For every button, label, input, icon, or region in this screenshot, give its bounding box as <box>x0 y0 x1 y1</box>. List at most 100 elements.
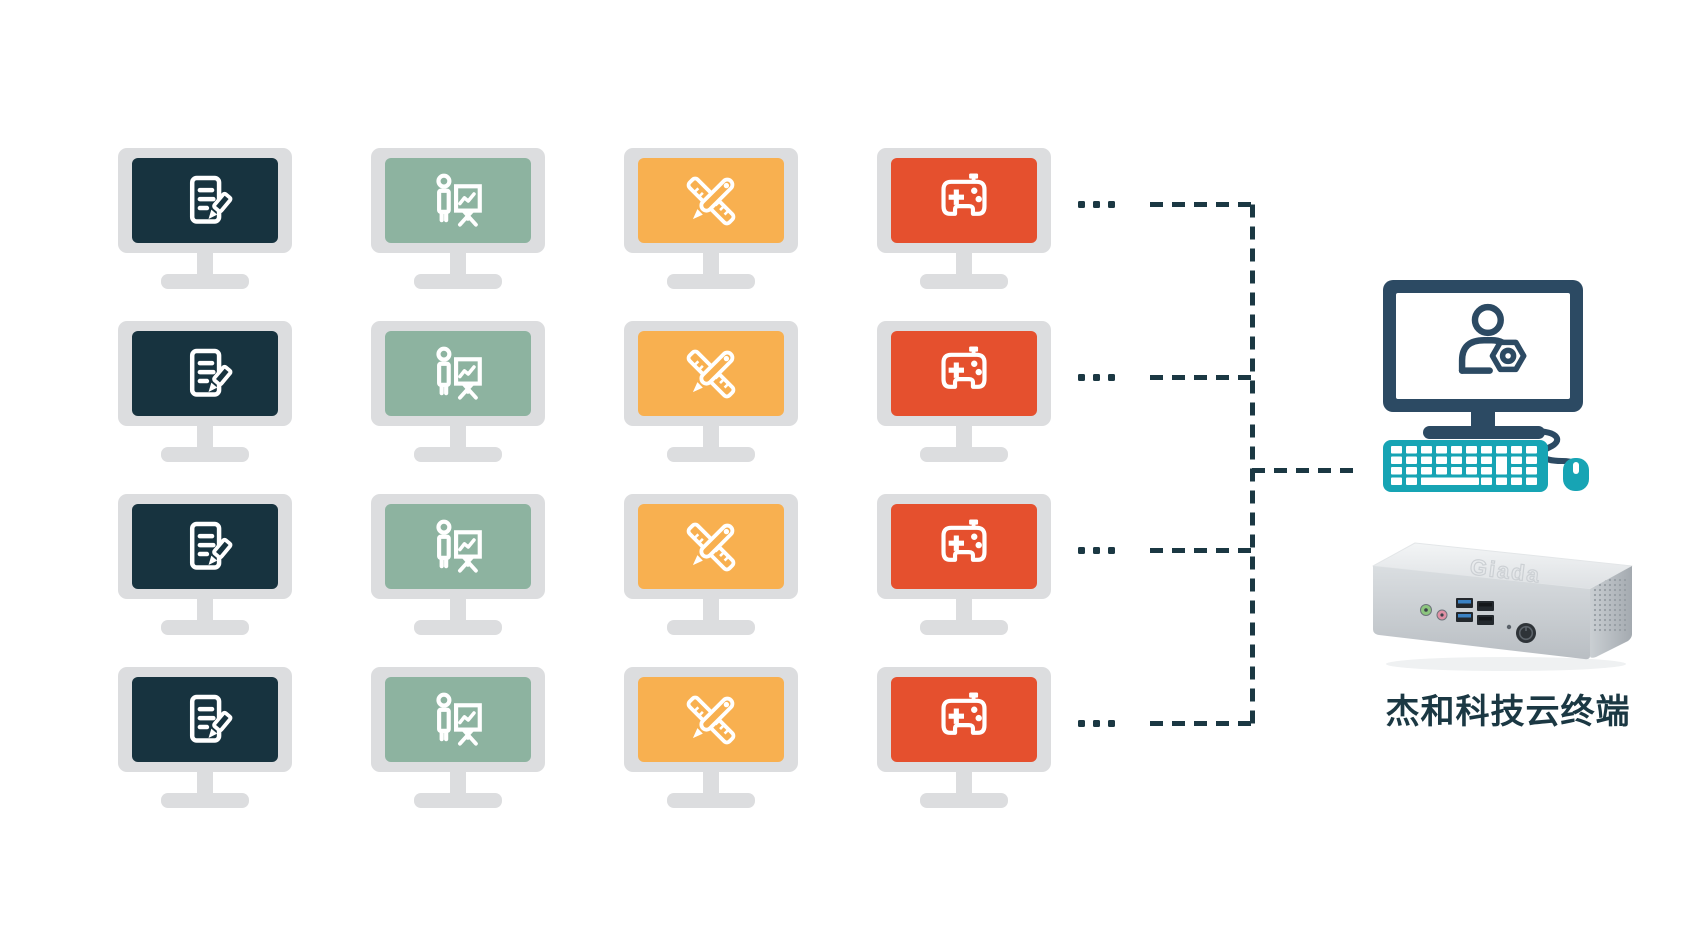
monitor-screen <box>385 677 531 762</box>
enter-key <box>1496 456 1507 475</box>
monitor-stand <box>450 425 466 449</box>
monitor-base <box>161 793 249 808</box>
presentation-monitor <box>371 494 545 635</box>
presentation-monitor <box>371 321 545 462</box>
monitor-screen <box>638 331 784 416</box>
monitor-bezel <box>118 667 292 772</box>
monitor-bezel <box>877 321 1051 426</box>
more-monitors-ellipsis-icon <box>1078 547 1115 554</box>
monitor-bezel <box>118 321 292 426</box>
design-tools-monitor <box>624 494 798 635</box>
monitor-base <box>414 447 502 462</box>
monitor-stand <box>956 598 972 622</box>
monitor-base <box>920 793 1008 808</box>
monitor-stand <box>703 425 719 449</box>
design-tools-monitor <box>624 148 798 289</box>
monitor-screen <box>891 677 1037 762</box>
monitor-screen <box>891 158 1037 243</box>
monitor-stand <box>703 598 719 622</box>
office-docs-monitor <box>118 667 292 808</box>
admin-monitor-screen <box>1396 293 1570 399</box>
monitor-bezel <box>118 148 292 253</box>
gaming-monitor <box>877 494 1051 635</box>
monitor-base <box>414 793 502 808</box>
device-label: 杰和科技云终端 <box>1385 693 1631 731</box>
monitor-screen <box>638 504 784 589</box>
monitor-bezel <box>371 148 545 253</box>
monitor-stand <box>450 771 466 795</box>
design-tools-monitor <box>624 667 798 808</box>
monitor-stand <box>197 771 213 795</box>
monitor-bezel <box>371 667 545 772</box>
monitor-stand <box>197 425 213 449</box>
monitor-bezel <box>371 494 545 599</box>
gaming-monitor <box>877 667 1051 808</box>
device-shadow <box>1386 657 1626 671</box>
monitor-stand <box>197 598 213 622</box>
admin-monitor-stand <box>1471 411 1495 427</box>
monitor-stand <box>956 252 972 276</box>
monitor-base <box>161 620 249 635</box>
monitor-base <box>161 447 249 462</box>
spacebar-key <box>1421 477 1479 485</box>
monitor-base <box>920 447 1008 462</box>
office-docs-monitor <box>118 321 292 462</box>
presentation-monitor <box>371 667 545 808</box>
monitor-screen <box>132 677 278 762</box>
mini-pc-front <box>1373 566 1590 660</box>
monitor-base <box>414 274 502 289</box>
more-monitors-ellipsis-icon <box>1078 201 1115 208</box>
monitor-stand <box>450 252 466 276</box>
monitor-screen <box>132 158 278 243</box>
monitor-bezel <box>624 321 798 426</box>
monitor-screen <box>385 158 531 243</box>
mini-pc-device: Giada <box>1372 542 1633 671</box>
admin-monitor-base <box>1423 426 1545 439</box>
monitor-base <box>667 274 755 289</box>
monitor-bezel <box>877 148 1051 253</box>
mouse-wheel <box>1573 462 1579 474</box>
monitor-screen <box>638 677 784 762</box>
design-tools-monitor <box>624 321 798 462</box>
monitor-stand <box>450 598 466 622</box>
admin-terminal-illustration <box>1383 280 1589 492</box>
monitor-screen <box>132 504 278 589</box>
monitor-base <box>414 620 502 635</box>
more-monitors-ellipsis-icon <box>1078 374 1115 381</box>
vent-grille <box>1592 576 1626 634</box>
monitor-screen <box>385 331 531 416</box>
monitor-bezel <box>624 148 798 253</box>
monitor-bezel <box>624 667 798 772</box>
monitor-bezel <box>877 667 1051 772</box>
monitor-stand <box>197 252 213 276</box>
monitor-screen <box>385 504 531 589</box>
gaming-monitor <box>877 148 1051 289</box>
more-monitors-ellipsis-icon <box>1078 720 1115 727</box>
front-ports <box>1420 598 1536 643</box>
presentation-monitor <box>371 148 545 289</box>
office-docs-monitor <box>118 148 292 289</box>
monitor-stand <box>956 425 972 449</box>
monitor-bezel <box>118 494 292 599</box>
monitor-base <box>667 793 755 808</box>
monitor-base <box>920 620 1008 635</box>
monitor-base <box>161 274 249 289</box>
status-led <box>1506 624 1512 630</box>
monitor-bezel <box>624 494 798 599</box>
monitor-bezel <box>877 494 1051 599</box>
monitor-screen <box>891 504 1037 589</box>
office-docs-monitor <box>118 494 292 635</box>
monitor-stand <box>703 252 719 276</box>
monitor-base <box>667 447 755 462</box>
monitor-screen <box>132 331 278 416</box>
monitor-bezel <box>371 321 545 426</box>
monitor-stand <box>956 771 972 795</box>
monitor-base <box>920 274 1008 289</box>
monitor-stand <box>703 771 719 795</box>
mouse <box>1563 458 1589 491</box>
monitor-screen <box>891 331 1037 416</box>
monitor-screen <box>638 158 784 243</box>
monitor-base <box>667 620 755 635</box>
